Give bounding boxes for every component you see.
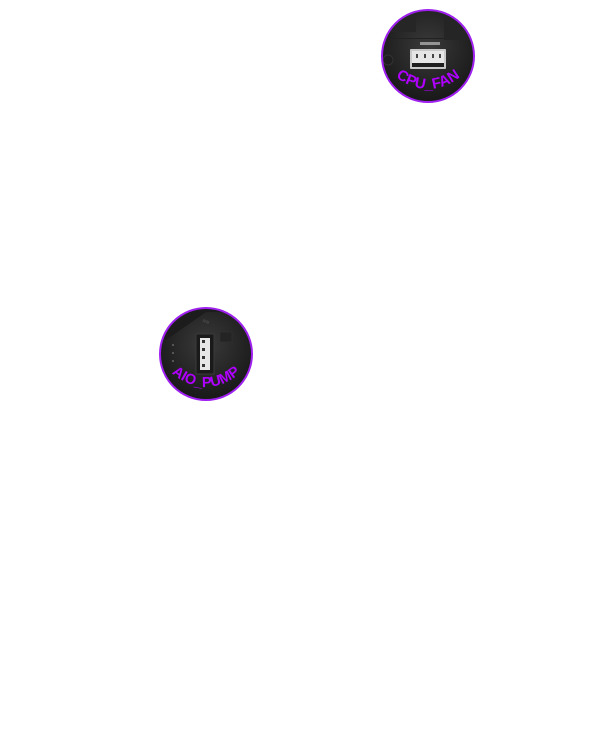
cpu-fan-header-photo: CPU_FAN (381, 9, 475, 103)
badge-ring (159, 307, 253, 401)
pump-header-connector-icon (195, 333, 215, 375)
aio-pump-header-photo: ≡≡ AIO_PUMP (159, 307, 253, 401)
fan-header-connector-icon (410, 49, 446, 69)
cpu-fan-callout: CPU_FAN (380, 8, 476, 104)
badge-ring (381, 9, 475, 103)
svg-text:≡≡: ≡≡ (201, 318, 210, 326)
aio-pump-callout: ≡≡ AIO_PUMP (158, 306, 254, 402)
